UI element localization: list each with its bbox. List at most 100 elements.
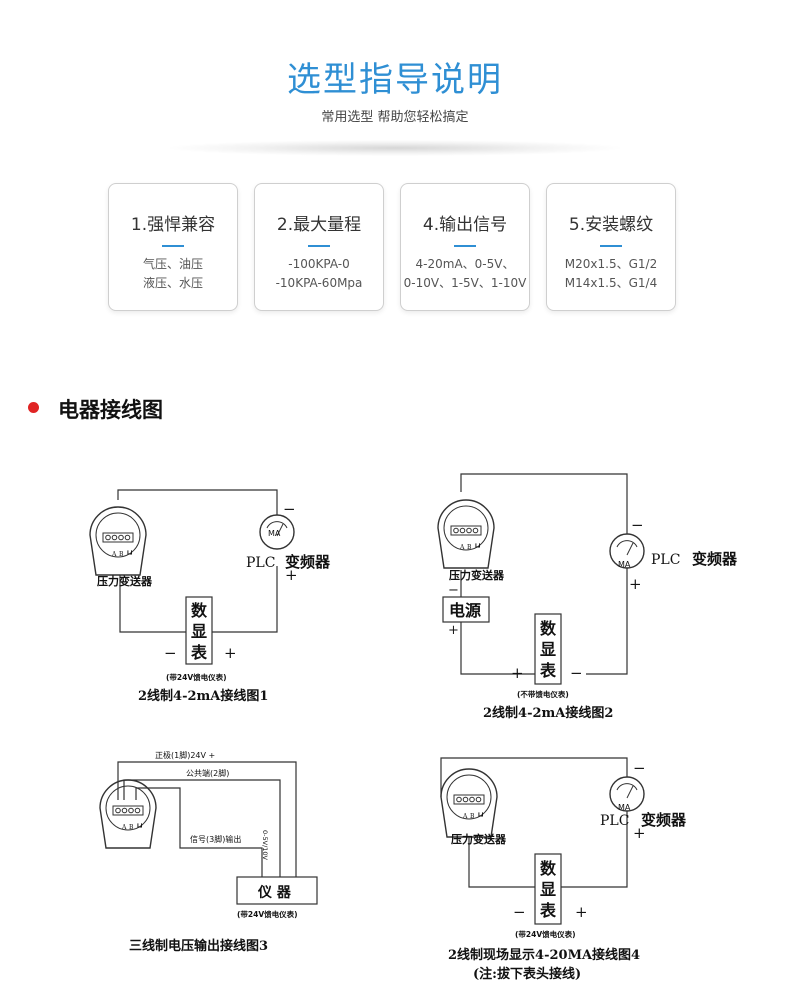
card-title: 1.强悍兼容 [130,215,216,235]
card-accent-bar [308,245,330,247]
plus-sign: + [224,644,237,662]
pressure-transmitter-icon [437,499,495,569]
instrument-label: 仪 器 [257,885,292,901]
pressure-transmitter-icon [89,506,147,576]
power-label: 电源 [449,601,481,620]
pin1-label: 正极(1脚)24V + [155,750,215,760]
diagram-caption: 2线制现场显示4-20MA接线图4 [448,947,640,963]
wiring-diagram-2: A B ┗┛ MA PLC 变频器 − + 压力变送器 − 电源 + 数 显 表… [437,473,738,721]
page-subtitle: 常用选型 帮助您轻松搞定 [321,110,469,125]
wire [561,811,628,888]
voltage-range-label: 0-5V/10V [261,830,269,861]
plus-sign: + [511,664,524,682]
display-note: (带24V馈电仪表) [166,672,227,682]
pin2-label: 公共端(2脚) [186,768,229,778]
diagram-caption: 2线制4-2mA接线图1 [138,688,268,704]
display-note: (带24V馈电仪表) [237,909,298,919]
meter-unit: MA [618,803,631,812]
terminal-labels: A B ┗┛ [111,550,133,558]
minus-sign: − [570,664,583,682]
terminal-label: ┗┛ [477,812,484,820]
wire [460,622,535,675]
section-bullet-icon [28,402,39,413]
minus-sign: − [283,500,296,518]
plus-sign: + [575,903,588,921]
wire [212,566,278,633]
transmitter-label: 压力变送器 [97,574,153,588]
wire [117,761,297,877]
power-supply-box [442,596,490,623]
terminal-label: B [470,813,475,820]
vfd-label: 变频器 [641,811,687,829]
display-char: 显 [540,880,556,899]
pressure-transmitter-icon [99,779,157,849]
wiring-diagram-4: A B ┗┛ MA PLC 变频器 − + 压力变送器 数 显 表 − + (带… [440,757,687,982]
feature-card-compatibility: 1.强悍兼容 气压、油压 液压、水压 [108,183,238,311]
meter-unit: MA [268,529,281,538]
card-title: 2.最大量程 [276,215,362,235]
feature-card-range: 2.最大量程 -100KPA-0 -10KPA-60Mpa [254,183,384,311]
meter-unit: MA [618,560,631,569]
terminal-label: ┗┛ [474,543,481,551]
wiring-diagram-3: A B ┗┛ 正极(1脚)24V + 公共端(2脚) 信号(3脚)输出 0-5V… [99,750,318,954]
minus-sign: − [513,903,526,921]
card-line: 0-10V、1-5V、1-10V [403,276,527,290]
pressure-transmitter-icon [440,768,498,838]
wire [117,489,278,532]
digital-display-box [534,853,562,925]
feature-card-thread: 5.安装螺纹 M20x1.5、G1/2 M14x1.5、G1/4 [546,183,676,311]
digital-display-box [534,613,562,685]
card-title: 4.输出信号 [422,215,508,235]
card-line: 4-20mA、0-5V、 [415,257,515,271]
card-accent-bar [162,245,184,247]
wiring-diagram-1: A B ┗┛ MA PLC 变频器 − + 压力变送器 数 显 表 − + (带… [89,489,331,704]
card-line: M20x1.5、G1/2 [564,257,658,271]
minus-sign: − [631,516,644,534]
wire [135,787,263,877]
terminal-labels: A B ┗┛ [459,543,481,551]
display-char: 表 [539,901,557,920]
diagram-caption: 三线制电压输出接线图3 [129,938,268,954]
plc-label: PLC [651,552,680,568]
section-title: 电器接线图 [58,398,163,422]
display-note: (不带馈电仪表) [517,689,569,699]
diagram-caption: 2线制4-2mA接线图2 [483,705,613,721]
pin3-label: 信号(3脚)输出 [190,834,241,844]
plus-sign: + [448,623,459,638]
minus-sign: − [448,583,459,598]
wire [440,757,628,797]
terminal-label: B [467,544,472,551]
plc-label: PLC [246,555,275,571]
display-note: (带24V馈电仪表) [515,929,576,939]
display-char: 数 [540,859,557,878]
plus-sign: + [633,824,646,842]
terminal-label: ┗┛ [136,823,143,831]
display-char: 显 [191,622,207,641]
card-title: 5.安装螺纹 [568,215,654,235]
wire [468,837,535,888]
instrument-box [236,876,318,905]
minus-sign: − [633,759,646,777]
plc-label: PLC [600,813,629,829]
divider-shadow [170,140,620,156]
terminal-label: A [459,544,465,551]
card-accent-bar [600,245,622,247]
terminal-labels: A B ┗┛ [121,823,143,831]
terminal-label: A [121,824,127,831]
wiring-diagrams: A B ┗┛ MA PLC 变频器 − + 压力变送器 数 显 表 − + (带… [89,473,738,982]
terminal-label: A [111,551,117,558]
card-line: -100KPA-0 [288,257,350,271]
card-line: 液压、水压 [142,276,203,290]
card-line: M14x1.5、G1/4 [564,276,658,290]
card-accent-bar [454,245,476,247]
display-char: 表 [190,643,208,662]
card-line: 气压、油压 [142,257,203,271]
terminal-label: B [119,551,124,558]
wire [586,568,628,675]
display-char: 显 [540,640,556,659]
terminal-label: B [129,824,134,831]
terminal-label: A [462,813,468,820]
digital-display-box [185,596,213,665]
minus-sign: − [164,644,177,662]
vfd-label: 变频器 [285,553,331,571]
